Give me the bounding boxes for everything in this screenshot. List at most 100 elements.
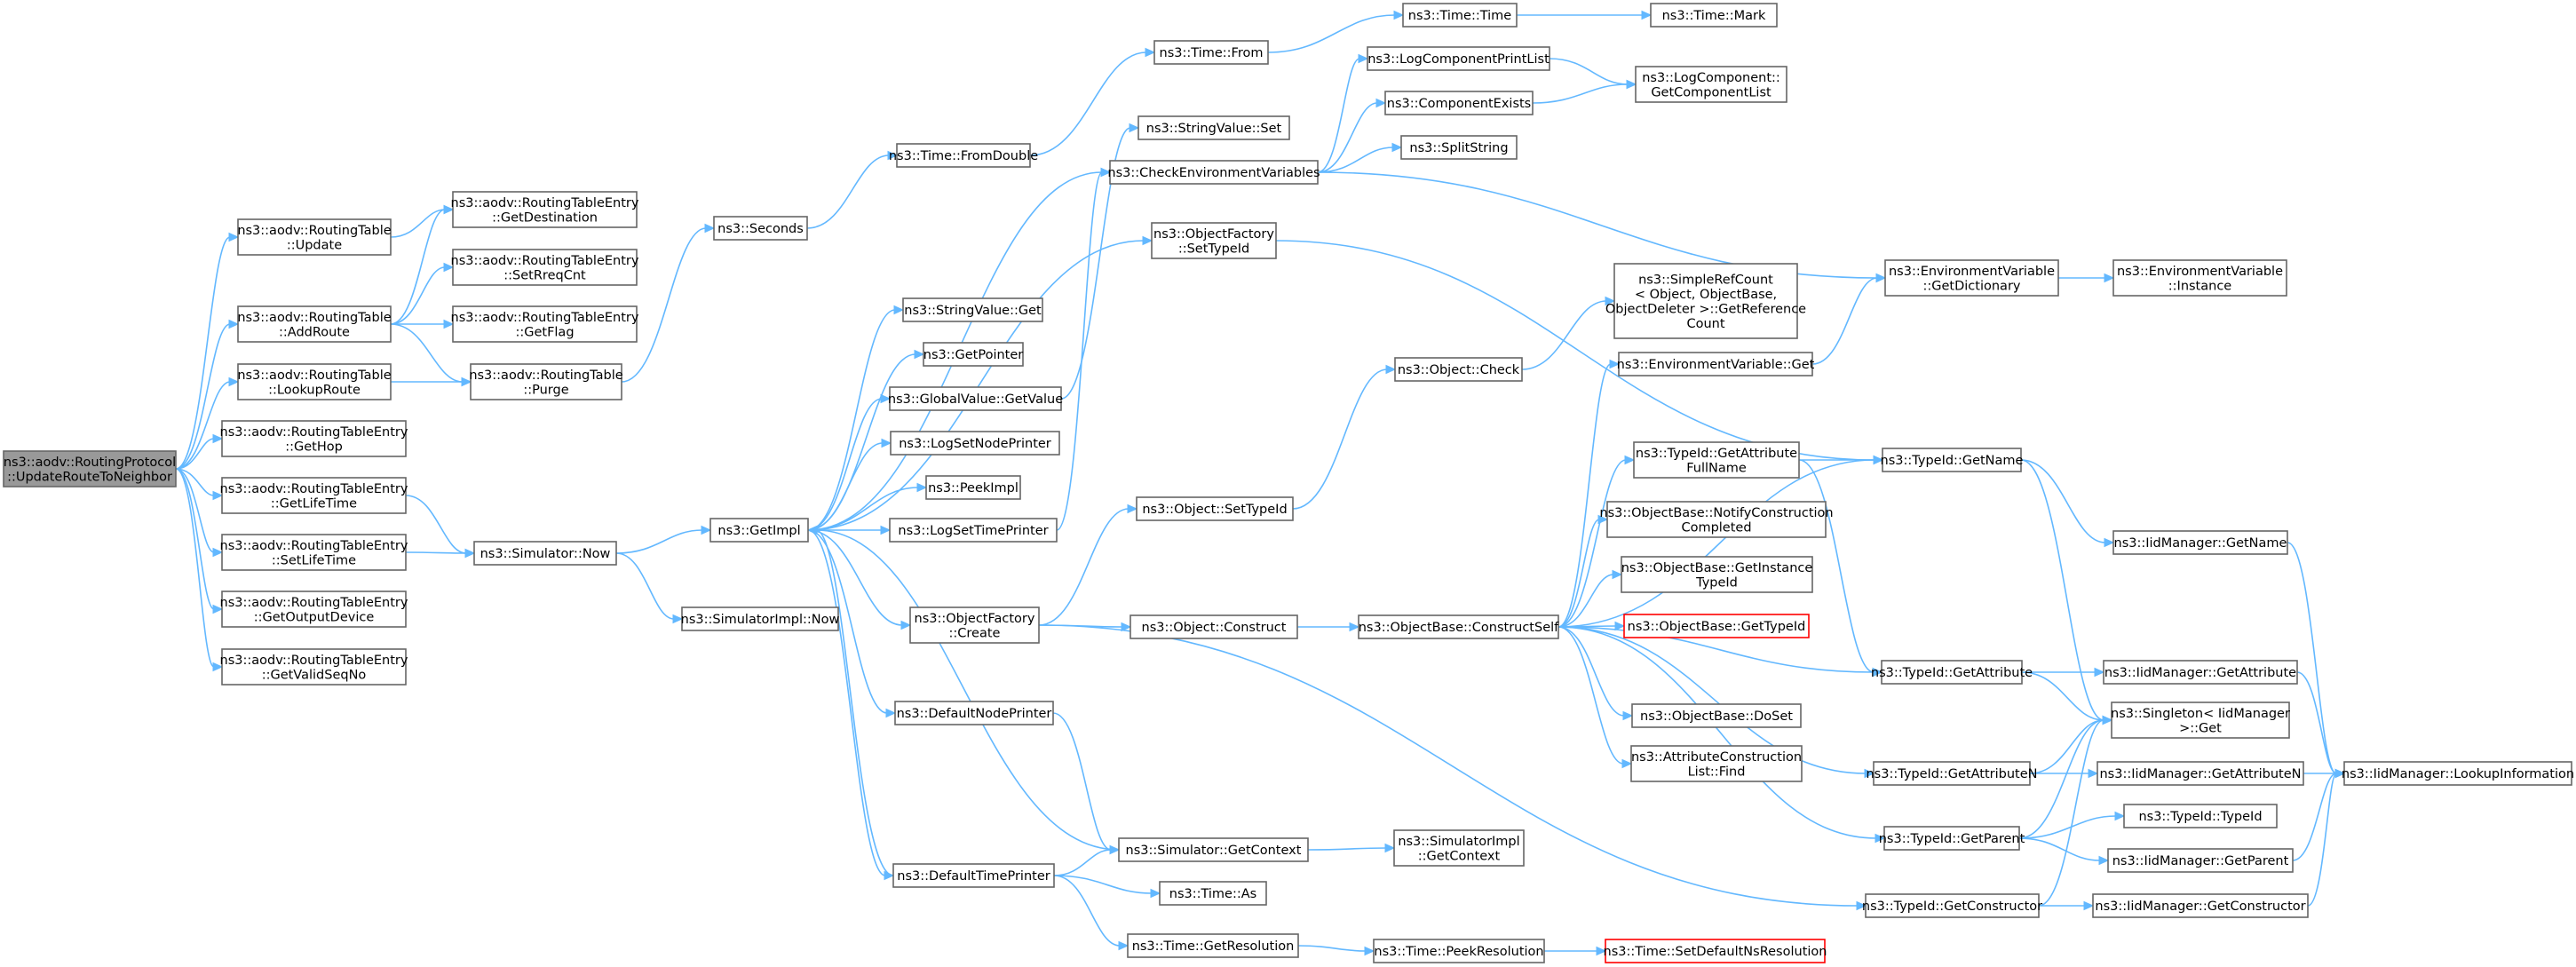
graph-node-time-getres[interactable]: ns3::Time::GetResolution (1127, 933, 1299, 958)
graph-node-time-mark[interactable]: ns3::Time::Mark (1650, 3, 1778, 28)
graph-node-strval-get[interactable]: ns3::StringValue::Get (902, 297, 1043, 322)
call-edge-ob_constructself-to-ob_doset (1557, 626, 1625, 717)
graph-node-iid-getattr[interactable]: ns3::IidManager::GetAttribute (2103, 660, 2298, 685)
node-box (1137, 115, 1290, 140)
graph-node-logcomp-print[interactable]: ns3::LogComponentPrintList (1367, 46, 1550, 71)
node-label-line: ns3::LogSetTimePrinter (898, 524, 1048, 538)
graph-node-checkenv[interactable]: ns3::CheckEnvironmentVariables (1107, 160, 1320, 185)
node-label-line: ns3::Time::Time (1408, 9, 1512, 23)
graph-node-logsettime[interactable]: ns3::LogSetTimePrinter (889, 518, 1058, 543)
graph-node-deftime[interactable]: ns3::DefaultTimePrinter (892, 863, 1055, 888)
graph-node-iid-getctor[interactable]: ns3::IidManager::GetConstructor (2092, 893, 2309, 918)
graph-node-ob-notify[interactable]: ns3::ObjectBase::NotifyConstructionCompl… (1599, 501, 1834, 538)
graph-node-ob-doset[interactable]: ns3::ObjectBase::DoSet (1631, 703, 1802, 728)
arrowhead-icon (1384, 843, 1396, 853)
node-label-line: Completed (1681, 520, 1751, 535)
graph-node-envvar-getdict[interactable]: ns3::EnvironmentVariable::GetDictionary (1884, 259, 2059, 297)
arrowhead-icon (1121, 622, 1132, 632)
graph-node-rte-getout[interactable]: ns3::aodv::RoutingTableEntry::GetOutputD… (220, 591, 408, 628)
graph-node-ob-constructself[interactable]: ns3::ObjectBase::ConstructSelf (1358, 614, 1559, 639)
graph-node-rte-gethop[interactable]: ns3::aodv::RoutingTableEntry::GetHop (220, 420, 408, 457)
arrowhead-icon (1624, 455, 1636, 465)
graph-node-tid-getname[interactable]: ns3::TypeId::GetName (1881, 448, 2024, 472)
graph-node-iid-getattrn[interactable]: ns3::IidManager::GetAttributeN (2096, 761, 2304, 786)
graph-node-rte-getlife[interactable]: ns3::aodv::RoutingTableEntry::GetLifeTim… (220, 477, 408, 514)
graph-node-of-create[interactable]: ns3::ObjectFactory::Create (909, 606, 1040, 644)
graph-node-of-settypeid[interactable]: ns3::ObjectFactory::SetTypeId (1151, 222, 1277, 259)
graph-node-seconds[interactable]: ns3::Seconds (713, 216, 808, 241)
graph-node-getpointer[interactable]: ns3::GetPointer (923, 342, 1024, 367)
arrowhead-icon (1129, 123, 1140, 133)
graph-node-obj-check[interactable]: ns3::Object::Check (1394, 357, 1523, 382)
graph-node-tid-typeid[interactable]: ns3::TypeId::TypeId (2123, 804, 2278, 828)
graph-node-splitstring[interactable]: ns3::SplitString (1400, 135, 1518, 160)
graph-node-rte-getdest[interactable]: ns3::aodv::RoutingTableEntry::GetDestina… (451, 191, 639, 228)
arrowhead-icon (212, 547, 224, 558)
call-edge-obj_check-to-srefcount (1521, 300, 1607, 370)
graph-node-rt-update[interactable]: ns3::aodv::RoutingTable::Update (237, 218, 392, 256)
graph-node-time-as[interactable]: ns3::Time::As (1159, 881, 1267, 906)
arrowhead-icon (672, 614, 684, 624)
arrowhead-icon (1864, 768, 1875, 779)
graph-node-getimpl[interactable]: ns3::GetImpl (709, 518, 809, 543)
graph-node-defnode[interactable]: ns3::DefaultNodePrinter (894, 701, 1054, 725)
node-label-line: ns3::Time::As (1169, 887, 1256, 901)
graph-node-sim-now[interactable]: ns3::Simulator::Now (473, 541, 617, 566)
arrowhead-icon (1375, 98, 1387, 108)
graph-node-ob-gettypeid[interactable]: ns3::ObjectBase::GetTypeId (1623, 614, 1810, 638)
graph-node-time-time[interactable]: ns3::Time::Time (1402, 3, 1518, 28)
node-box (890, 431, 1060, 456)
graph-node-singleton-get[interactable]: ns3::Singleton< IidManager >::Get (2111, 701, 2290, 739)
call-edge-sim_getctx-to-getimpl (815, 529, 1120, 851)
graph-node-simimpl-now[interactable]: ns3::SimulatorImpl::Now (681, 606, 840, 631)
graph-node-time-setdef[interactable]: ns3::Time::SetDefaultNsResolution (1604, 939, 1827, 963)
arrowhead-icon (1358, 53, 1369, 64)
graph-node-envvar-get[interactable]: ns3::EnvironmentVariable::Get (1617, 352, 1815, 376)
call-edge-ob_constructself-to-envvar_get (1557, 363, 1612, 628)
graph-node-rt-addroute[interactable]: ns3::aodv::RoutingTable::AddRoute (237, 305, 392, 343)
graph-node-rte-setlife[interactable]: ns3::aodv::RoutingTableEntry::SetLifeTim… (220, 534, 408, 571)
graph-node-rte-setreq[interactable]: ns3::aodv::RoutingTableEntry::SetRreqCnt (451, 249, 639, 286)
node-label-line: ns3::Seconds (717, 222, 804, 236)
graph-node-rt-lookup[interactable]: ns3::aodv::RoutingTable::LookupRoute (237, 363, 392, 400)
node-box (237, 363, 392, 400)
graph-node-strval-set[interactable]: ns3::StringValue::Set (1137, 115, 1290, 140)
graph-node-rte-getvalid[interactable]: ns3::aodv::RoutingTableEntry::GetValidSe… (220, 648, 408, 686)
graph-node-tid-getparent[interactable]: ns3::TypeId::GetParent (1879, 826, 2025, 851)
call-edge-tid_getattrn-to-singleton_get (2029, 719, 2104, 774)
graph-node-srefcount[interactable]: ns3::SimpleRefCount< Object, ObjectBase,… (1605, 263, 1806, 339)
graph-node-simimpl-getctx[interactable]: ns3::SimulatorImpl::GetContext (1393, 829, 1525, 867)
call-edges (175, 10, 2346, 956)
graph-node-time-fromdouble[interactable]: ns3::Time::FromDouble (889, 143, 1038, 168)
graph-node-rte-getflag[interactable]: ns3::aodv::RoutingTableEntry::GetFlag (451, 305, 639, 343)
graph-node-time-from[interactable]: ns3::Time::From (1153, 40, 1269, 65)
graph-node-tid-getattr[interactable]: ns3::TypeId::GetAttribute (1871, 660, 2033, 685)
call-edge-rte_setlife-to-sim_now (405, 551, 467, 554)
node-box (221, 477, 407, 514)
arrowhead-icon (1605, 296, 1616, 306)
graph-node-peekimpl[interactable]: ns3::PeekImpl (925, 475, 1021, 500)
graph-node-envvar-instance[interactable]: ns3::EnvironmentVariable::Instance (2112, 259, 2287, 297)
graph-node-tid-getattrn[interactable]: ns3::TypeId::GetAttributeN (1866, 761, 2038, 786)
graph-node-gv-getvalue[interactable]: ns3::GlobalValue::GetValue (888, 386, 1063, 411)
graph-node-sim-getctx[interactable]: ns3::Simulator::GetContext (1118, 837, 1309, 862)
graph-node-iid-getparent[interactable]: ns3::IidManager::GetParent (2107, 848, 2294, 873)
graph-node-obj-construct[interactable]: ns3::Object::Construct (1129, 614, 1298, 639)
graph-node-logsetnode[interactable]: ns3::LogSetNodePrinter (890, 431, 1060, 456)
graph-node-obj-settypeid[interactable]: ns3::Object::SetTypeId (1136, 496, 1294, 521)
graph-node-rt-purge[interactable]: ns3::aodv::RoutingTable::Purge (469, 363, 623, 400)
graph-node-iid-lookup[interactable]: ns3::IidManager::LookupInformation (2342, 761, 2574, 786)
arrowhead-icon (880, 525, 892, 535)
graph-node-iid-getname[interactable]: ns3::IidManager::GetName (2112, 530, 2288, 555)
graph-node-tid-getctor[interactable]: ns3::TypeId::GetConstructor (1862, 893, 2042, 918)
graph-node-logcomp-getlist[interactable]: ns3::LogComponent::GetComponentList (1635, 66, 1787, 103)
node-box (1633, 441, 1800, 479)
arrowhead-icon (1393, 10, 1405, 20)
graph-node-compexists[interactable]: ns3::ComponentExists (1384, 91, 1534, 115)
graph-node-time-peekres[interactable]: ns3::Time::PeekResolution (1373, 939, 1545, 963)
node-box (2092, 893, 2309, 918)
node-box (2112, 259, 2287, 297)
